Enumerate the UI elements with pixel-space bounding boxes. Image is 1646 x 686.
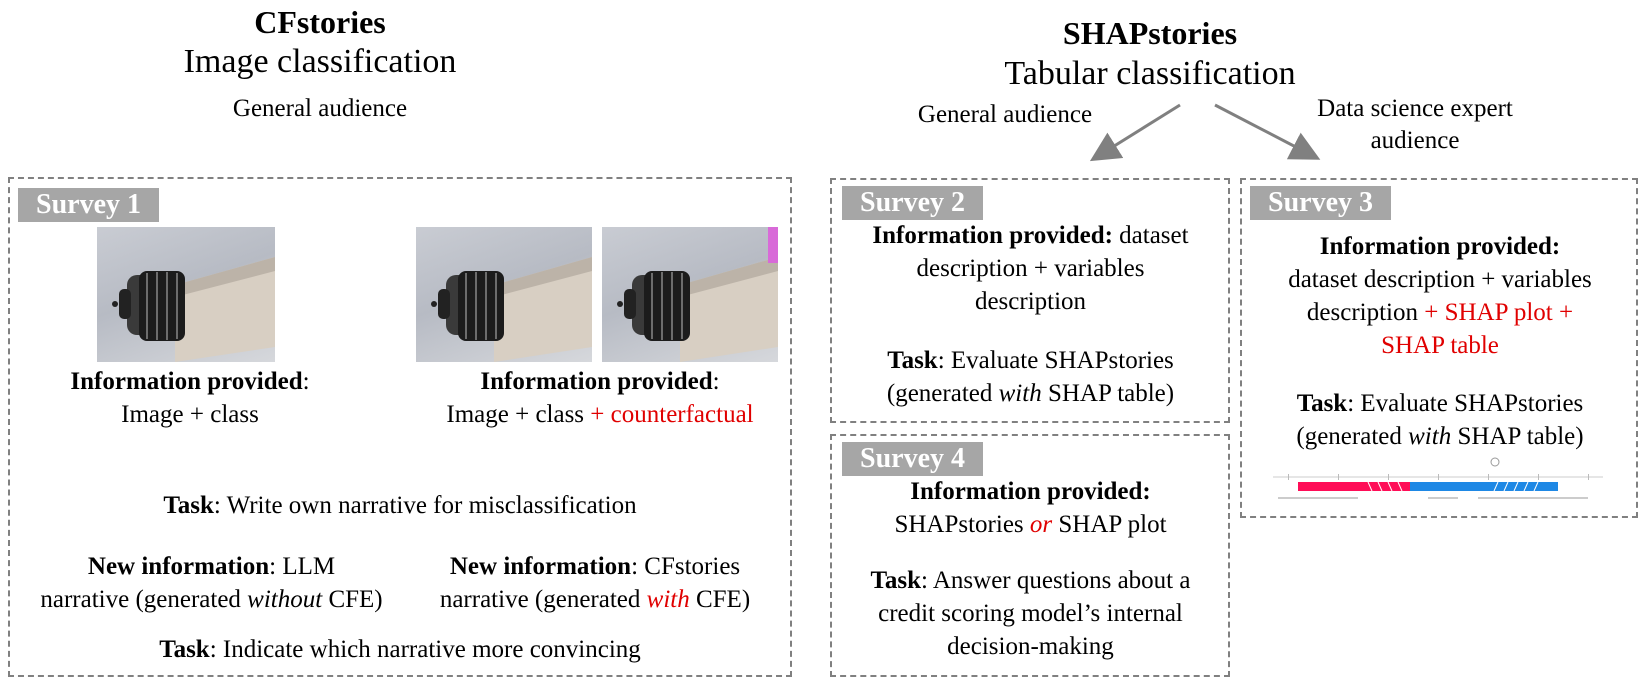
arrow-to-expert <box>1214 103 1321 160</box>
arrow-to-general <box>1089 103 1181 162</box>
audience-arrows <box>1089 103 1321 162</box>
survey3-panel <box>1240 178 1638 518</box>
cfstories-audience: General audience <box>232 95 408 122</box>
shapstories-audience-expert: Data science expert audience <box>1270 93 1560 157</box>
lighthouse-image-counterfactual <box>602 227 778 362</box>
survey2-panel <box>830 178 1230 423</box>
survey2-tag: Survey 2 <box>842 186 983 220</box>
shapstories-title: SHAPstories <box>1062 15 1238 51</box>
counterfactual-highlight: + counterfactual <box>590 401 754 428</box>
survey1-info-a: Information provided: Image + class <box>70 368 310 428</box>
survey4-info: Information provided: SHAPstories or SHA… <box>894 478 1167 538</box>
cfstories-subtitle: Image classification <box>183 43 457 80</box>
survey4-task: Task: Answer questions about a credit sc… <box>870 567 1191 660</box>
survey1-panel <box>8 177 792 677</box>
lighthouse-image-2 <box>416 227 592 362</box>
survey4-tag: Survey 4 <box>842 442 983 476</box>
survey1-info-b: Information provided: Image + class + co… <box>446 368 754 428</box>
survey1-tag: Survey 1 <box>18 188 159 222</box>
expert-audience-line2: audience <box>1370 127 1460 154</box>
survey1-new-info-b: New information: CFstories narrative (ge… <box>439 553 751 613</box>
survey1-task1: Task: Write own narrative for misclassif… <box>163 492 637 519</box>
survey1-task2: Task: Indicate which narrative more conv… <box>159 636 641 663</box>
expert-audience-line1: Data science expert <box>1317 95 1513 122</box>
survey3-tag: Survey 3 <box>1250 186 1391 220</box>
survey3-task: Task: Evaluate SHAPstories (generated wi… <box>1296 390 1584 450</box>
survey1-new-info-a: New information: LLM narrative (generate… <box>40 553 383 613</box>
shap-force-plot-thumbnail <box>1273 457 1603 499</box>
survey3-info: Information provided: dataset descriptio… <box>1288 233 1592 359</box>
survey2-task: Task: Evaluate SHAPstories (generated wi… <box>886 347 1175 407</box>
lighthouse-image-original <box>97 227 275 362</box>
shapstories-subtitle: Tabular classification <box>1004 55 1296 92</box>
cfstories-title: CFstories <box>254 4 386 40</box>
shapstories-audience-general: General audience <box>917 101 1093 128</box>
survey2-info: Information provided: dataset descriptio… <box>872 222 1189 315</box>
survey4-panel <box>830 434 1230 677</box>
